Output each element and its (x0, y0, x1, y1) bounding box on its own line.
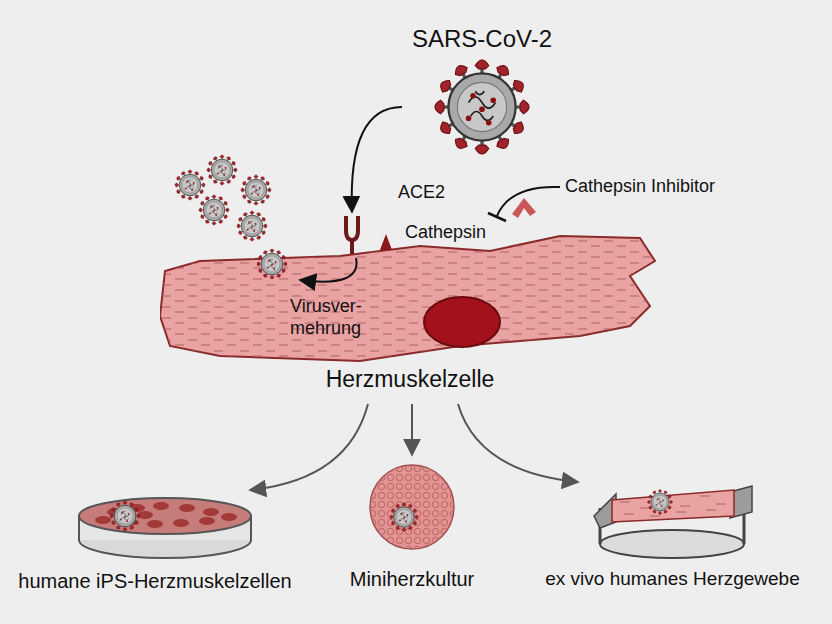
connector-arrow (411, 404, 413, 455)
virus-particle (241, 175, 271, 205)
model-name: humane iPS-Herzmuskelzellen (5, 570, 305, 593)
model-name: Miniherzkultur (332, 568, 492, 591)
virus-particle (199, 195, 229, 225)
inhibitor-icon (512, 198, 536, 218)
diagram-node: Miniherzkultur (332, 455, 492, 600)
virus-particle (175, 170, 205, 200)
enzyme-label: Cathepsin (405, 222, 486, 243)
virus-particle (207, 155, 237, 185)
inhibition-bar (488, 213, 506, 221)
process-text: Virusver- mehrung (290, 296, 390, 339)
model-name: ex vivo humanes Herzgewebe (520, 568, 825, 590)
diagram-node: SARS-CoV-2 (402, 25, 562, 155)
connector-arrow (458, 404, 578, 482)
virus-name: SARS-CoV-2 (402, 25, 562, 53)
diagram-node: ex vivo humanes Herzgewebe (520, 478, 825, 600)
connector-arrow (352, 107, 402, 212)
inhibitor-label: Cathepsin Inhibitor (565, 176, 715, 197)
virus-particle (237, 211, 267, 241)
receptor-label: ACE2 (398, 182, 445, 203)
cell-name: Herzmuskelzelle (160, 366, 660, 393)
diagram-node: humane iPS-Herzmuskelzellen (5, 488, 305, 600)
connector-arrow (250, 404, 368, 490)
